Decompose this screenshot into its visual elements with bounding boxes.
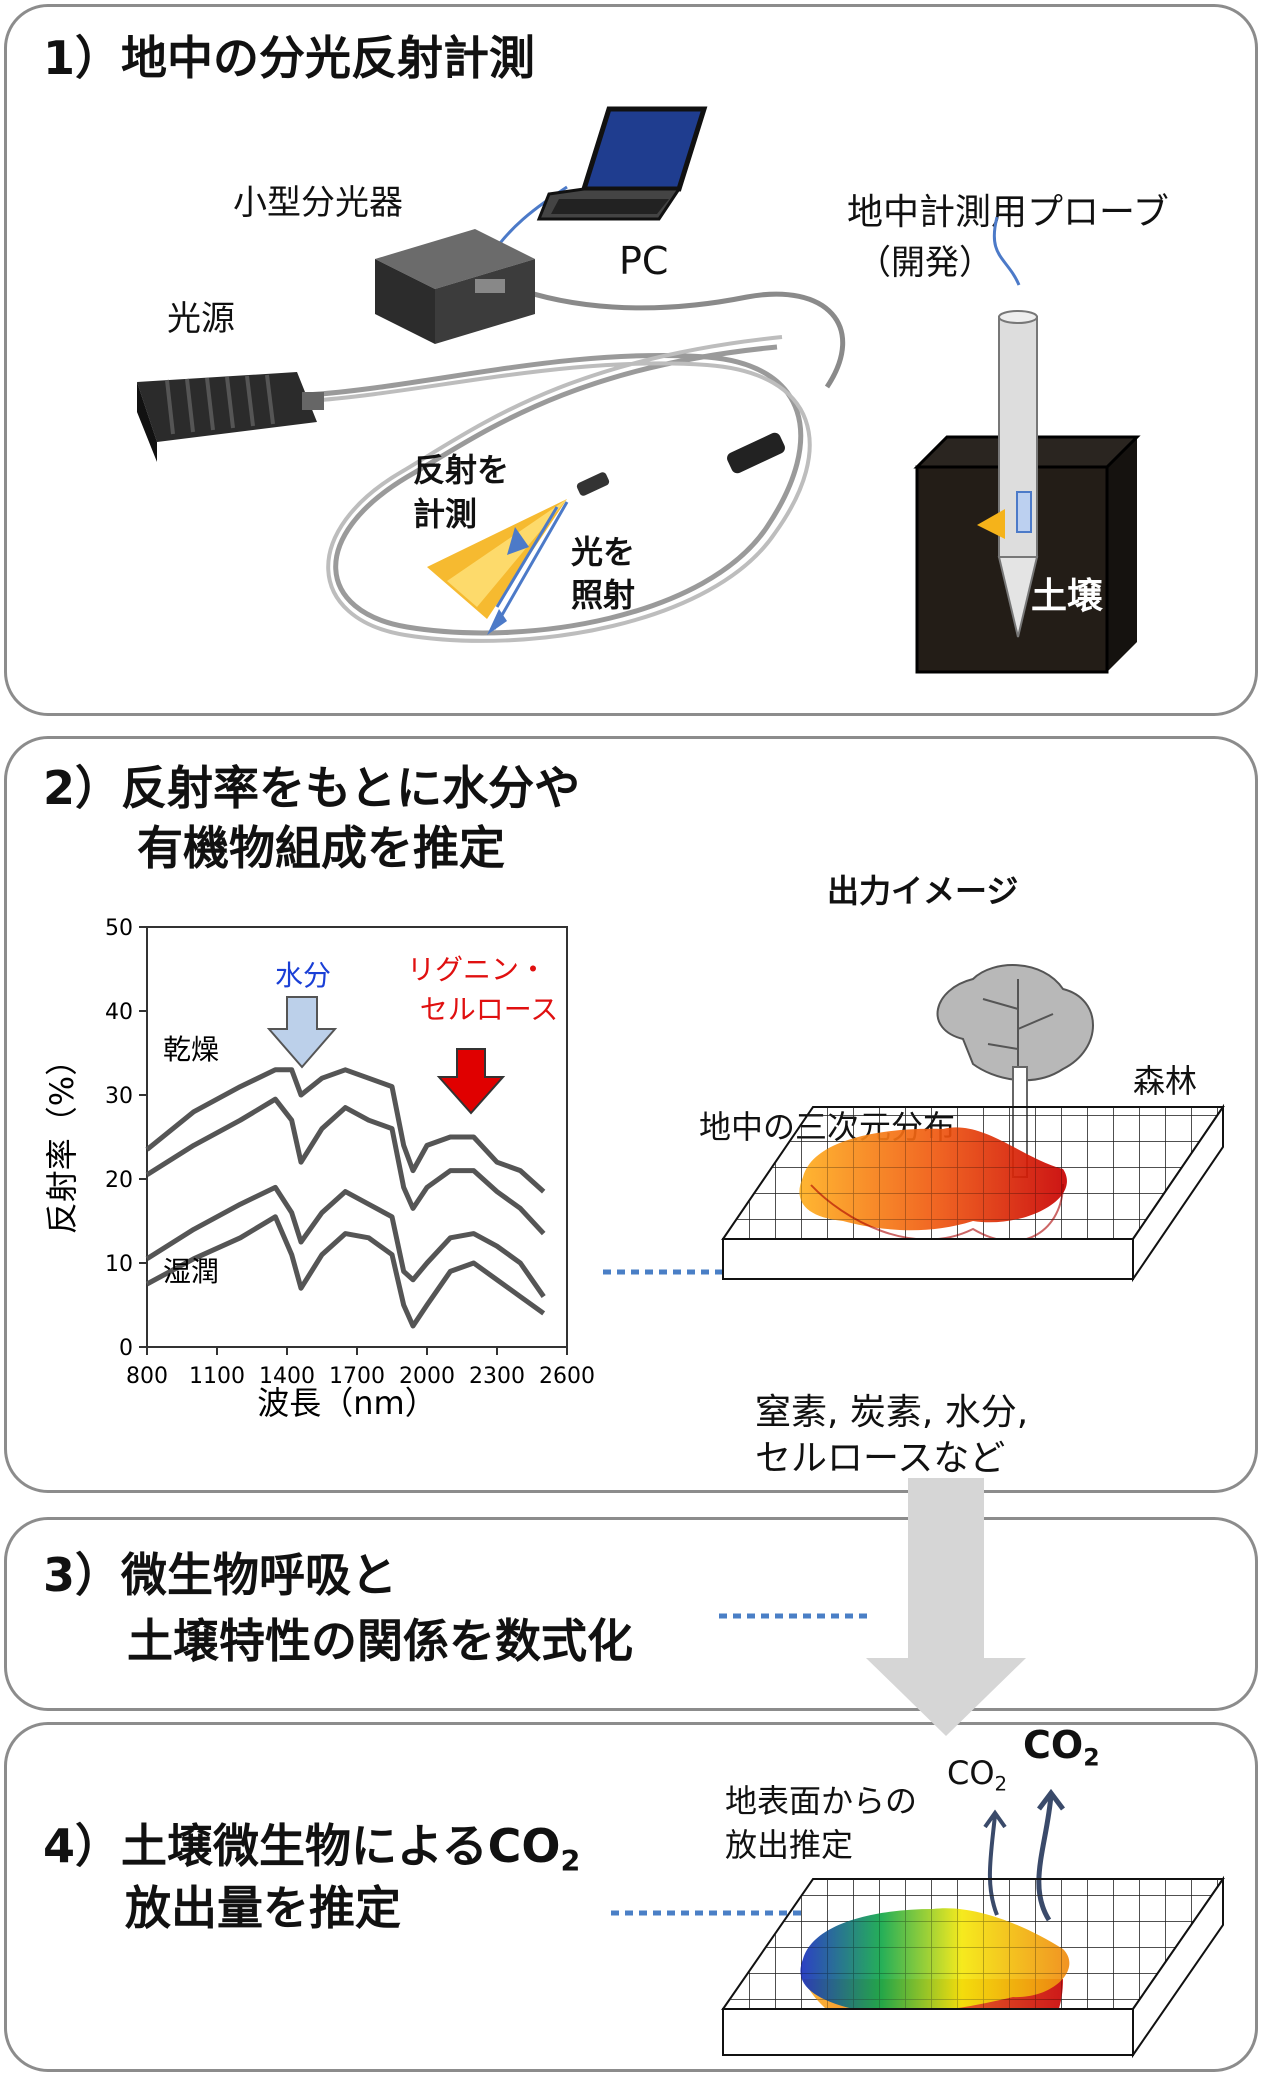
soil-distribution-block bbox=[721, 964, 1225, 1283]
lignin-label-line1: リグニン・ bbox=[407, 953, 547, 986]
laptop-icon bbox=[536, 106, 708, 221]
reflectance-series-line-4 bbox=[145, 1214, 546, 1329]
panel-spectral-measurement: 1）地中の分光反射計測 bbox=[4, 4, 1258, 716]
y-tick-label: 30 bbox=[105, 1084, 133, 1109]
probe-label: 地中計測用プローブ bbox=[847, 192, 1169, 233]
y-tick-label: 40 bbox=[105, 1000, 133, 1025]
fiber-cable bbox=[306, 185, 846, 643]
x-tick-label: 1400 bbox=[259, 1364, 315, 1389]
lignin-absorption-arrow bbox=[436, 1048, 506, 1115]
dry-label: 乾燥 bbox=[163, 1033, 219, 1066]
co2-small-text: CO bbox=[947, 1754, 995, 1792]
dotted-connector-3 bbox=[719, 1613, 869, 1619]
spectrometer-device bbox=[375, 229, 535, 344]
panel4-title-co2: CO bbox=[487, 1819, 561, 1873]
co2-small-label: CO2 bbox=[947, 1753, 1007, 1804]
measure-reflection-label-2: 計測 bbox=[413, 495, 478, 533]
panel4-title-line1: 4）土壌微生物によるCO2 bbox=[43, 1817, 580, 1891]
x-tick-label: 2600 bbox=[539, 1364, 595, 1389]
x-tick-label: 2000 bbox=[399, 1364, 455, 1389]
y-tick-label: 10 bbox=[105, 1252, 133, 1277]
wet-label: 湿潤 bbox=[163, 1255, 219, 1288]
panel4-title-text: 4）土壌微生物による bbox=[43, 1819, 488, 1873]
pc-label: PC bbox=[619, 239, 669, 283]
reflectance-series-line-1 bbox=[145, 1067, 546, 1194]
panel3-title-line1: 3）微生物呼吸と bbox=[43, 1548, 398, 1602]
dotted-connector-4 bbox=[611, 1910, 801, 1916]
light-source-label: 光源 bbox=[167, 299, 235, 339]
panel2-title-line1: 2）反射率をもとに水分や bbox=[43, 761, 581, 815]
components-line2: セルロースなど bbox=[755, 1438, 1006, 1479]
water-label: 水分 bbox=[275, 959, 331, 992]
co2-large-text: CO bbox=[1023, 1723, 1084, 1767]
probe-note: （開発） bbox=[857, 243, 993, 283]
panel4-title-co2-sub: 2 bbox=[560, 1845, 581, 1879]
panel2-title-line2: 有機物組成を推定 bbox=[137, 821, 505, 875]
y-axis-label: 反射率（%） bbox=[43, 1044, 81, 1234]
y-tick-label: 0 bbox=[119, 1336, 133, 1361]
x-axis-label: 波長（nm） bbox=[257, 1384, 436, 1422]
reflectance-series-line-2 bbox=[145, 1096, 546, 1236]
irradiate-light-label-2: 照射 bbox=[571, 576, 636, 614]
components-line1: 窒素, 炭素, 水分, bbox=[755, 1392, 1029, 1433]
panel-estimate-composition: 2）反射率をもとに水分や 有機物組成を推定 0 10 20 30 40 50 800 110… bbox=[4, 736, 1258, 1493]
water-absorption-arrow bbox=[266, 996, 338, 1069]
co2-distribution-block bbox=[721, 1875, 1225, 2059]
output-image-label: 出力イメージ bbox=[827, 872, 1019, 910]
measure-reflection-label-1: 反射を bbox=[413, 451, 510, 489]
co2-small-sub: 2 bbox=[994, 1772, 1008, 1796]
panel1-title: 1）地中の分光反射計測 bbox=[43, 31, 536, 85]
panel4-title-line2: 放出量を推定 bbox=[125, 1881, 401, 1935]
soil-probe-illustration bbox=[913, 216, 1141, 674]
x-tick-label: 1100 bbox=[189, 1364, 245, 1389]
dotted-connector-2 bbox=[603, 1269, 728, 1275]
lignin-label-line2: セルロース bbox=[420, 993, 559, 1026]
panel3-title-line2: 土壌特性の関係を数式化 bbox=[127, 1614, 633, 1668]
surface-emission-line1: 地表面からの bbox=[725, 1782, 918, 1820]
light-source-device bbox=[137, 372, 324, 462]
surface-emission-line2: 放出推定 bbox=[725, 1826, 854, 1864]
y-tick-label: 50 bbox=[105, 916, 133, 941]
co2-large-sub: 2 bbox=[1083, 1743, 1100, 1772]
y-tick-label: 20 bbox=[105, 1168, 133, 1193]
x-tick-label: 2300 bbox=[469, 1364, 525, 1389]
x-tick-label: 800 bbox=[126, 1364, 168, 1389]
panel-formulate-relation: 3）微生物呼吸と 土壌特性の関係を数式化 bbox=[4, 1517, 1258, 1711]
spectrometer-label: 小型分光器 bbox=[233, 183, 403, 223]
flow-down-arrow bbox=[866, 1478, 1026, 1736]
reflectance-series-line-3 bbox=[145, 1184, 546, 1299]
panel-estimate-co2: 4）土壌微生物によるCO2 放出量を推定 地表面からの 放出推定 CO2 CO2 bbox=[4, 1722, 1258, 2072]
x-tick-label: 1700 bbox=[329, 1364, 385, 1389]
soil-label: 土壌 bbox=[1031, 576, 1104, 617]
forest-label: 森林 bbox=[1133, 1062, 1198, 1100]
co2-large-label: CO2 bbox=[1023, 1725, 1100, 1778]
irradiate-light-label-1: 光を bbox=[571, 533, 636, 571]
